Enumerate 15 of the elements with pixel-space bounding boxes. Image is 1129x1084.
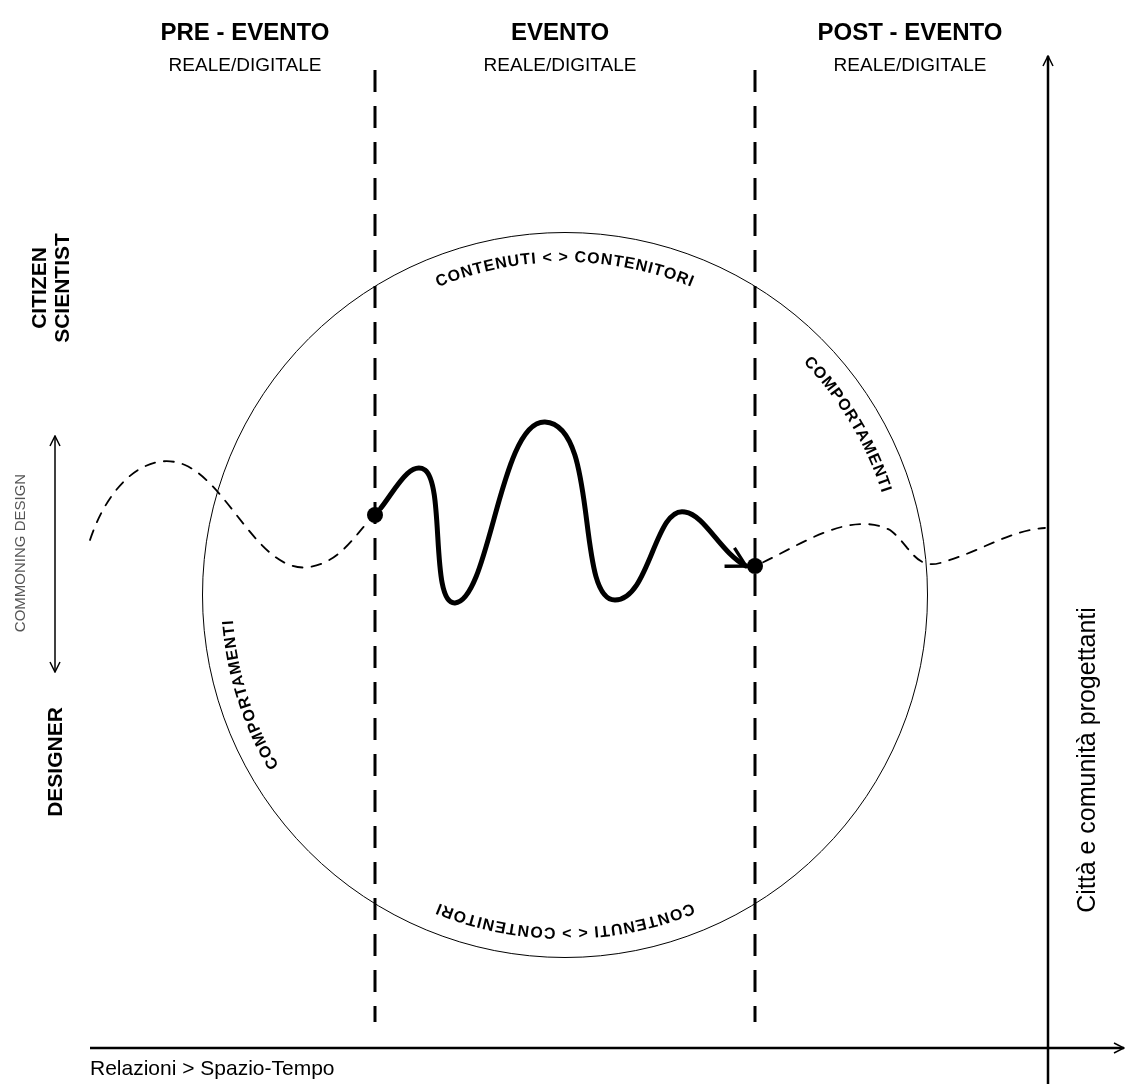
axis-label: CITIZEN SCIENTIST — [26, 232, 74, 345]
heading: Relazioni > Spazio-Tempo — [90, 1056, 335, 1080]
dot — [746, 557, 763, 574]
wave-arrow — [378, 419, 749, 606]
axis-label: DESIGNER — [43, 707, 67, 817]
heading: POST - EVENTO — [817, 18, 1003, 46]
axis-label: Città e comunità progettanti — [1073, 607, 1101, 913]
heading: REALE/DIGITALE — [833, 54, 987, 76]
heading: EVENTO — [510, 18, 610, 46]
axis-label: COMMONING DESIGN — [11, 473, 29, 633]
heading: REALE/DIGITALE — [168, 54, 322, 76]
dot — [366, 506, 383, 523]
heading: REALE/DIGITALE — [483, 54, 637, 76]
heading: PRE - EVENTO — [160, 18, 330, 46]
dashed-wave-line — [762, 523, 1046, 565]
